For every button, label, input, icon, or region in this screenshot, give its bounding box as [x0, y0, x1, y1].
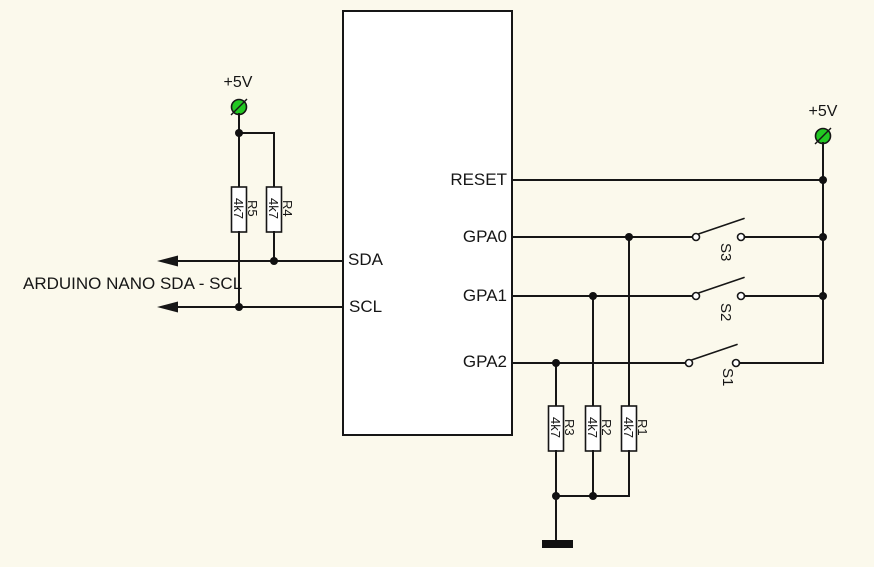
resistor-r2-name: R2 — [599, 419, 614, 436]
power-slash-icon — [230, 98, 248, 116]
resistor-r5-name: R5 — [245, 200, 260, 217]
sda-arrowhead-icon — [157, 255, 178, 267]
junction-dot — [552, 359, 560, 367]
power-flag-right[interactable] — [814, 127, 832, 145]
junction-dot — [235, 303, 243, 311]
switch-s1[interactable] — [684, 343, 741, 368]
vcc-right-label: +5V — [808, 103, 838, 120]
ic-body[interactable] — [342, 10, 513, 436]
switch-contact — [731, 358, 741, 368]
pin-label-scl: SCL — [349, 297, 383, 316]
pin-label-reset: RESET — [450, 170, 507, 189]
resistor-r5-value: 4k7 — [231, 198, 246, 219]
switch-s1-label: S1 — [719, 368, 736, 387]
arduino-note: ARDUINO NANO SDA - SCL — [23, 274, 243, 293]
resistor-r1-value: 4k7 — [621, 417, 636, 438]
pin-label-gpa2: GPA2 — [462, 352, 507, 371]
switch-lever — [697, 217, 745, 235]
power-slash-icon — [814, 127, 832, 145]
junction-dot — [625, 233, 633, 241]
resistor-r4-value: 4k7 — [266, 198, 281, 219]
switch-contact — [736, 291, 746, 301]
switch-contact — [736, 232, 746, 242]
switch-contact — [691, 291, 701, 301]
junction-dot — [819, 176, 827, 184]
switch-s2[interactable] — [691, 276, 746, 301]
switch-lever — [690, 343, 738, 361]
junction-dot — [270, 257, 278, 265]
pin-label-gpa0: GPA0 — [462, 227, 507, 246]
switch-contact — [691, 232, 701, 242]
resistor-r3-value: 4k7 — [548, 417, 563, 438]
resistor-r2-value: 4k7 — [585, 417, 600, 438]
switch-s3-label: S3 — [717, 243, 734, 262]
junction-dot — [235, 129, 243, 137]
switch-s3[interactable] — [691, 217, 746, 242]
vcc-left-label: +5V — [223, 74, 253, 91]
switch-lever — [697, 276, 745, 294]
ground-symbol[interactable] — [542, 540, 573, 548]
resistor-r4-name: R4 — [280, 200, 295, 217]
pin-label-sda: SDA — [348, 250, 383, 269]
junction-dot — [589, 292, 597, 300]
switch-s2-label: S2 — [717, 303, 734, 322]
switch-contact — [684, 358, 694, 368]
junction-dot — [589, 492, 597, 500]
resistor-r3-name: R3 — [562, 419, 577, 436]
scl-arrowhead-icon — [157, 301, 178, 313]
power-flag-left[interactable] — [230, 98, 248, 116]
resistor-r1-name: R1 — [635, 419, 650, 436]
pin-label-gpa1: GPA1 — [462, 286, 507, 305]
